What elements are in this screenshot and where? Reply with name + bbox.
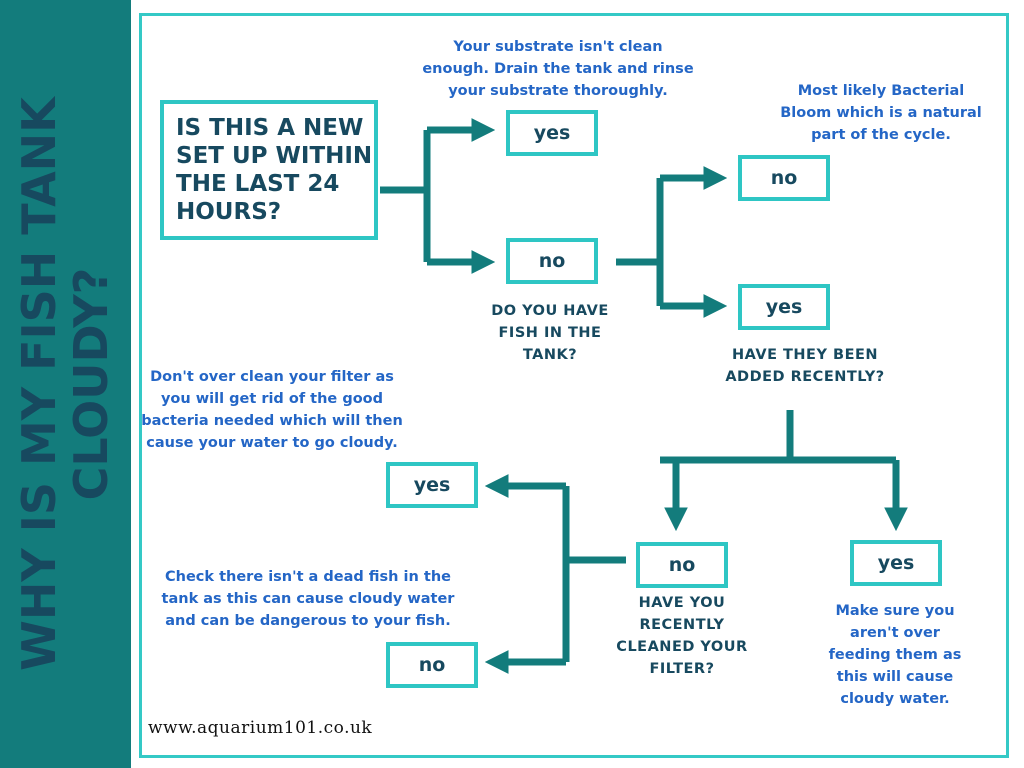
sidebar: WHY IS MY FISH TANK CLOUDY?: [0, 0, 131, 768]
note-overfeeding: Make sure you aren't over feeding them a…: [828, 603, 962, 707]
note-bacterial-bloom: Most likely Bacterial Bloom which is a n…: [780, 83, 982, 143]
setup-no-box: no: [506, 238, 598, 284]
note-substrate: Your substrate isn't clean enough. Drain…: [422, 39, 694, 99]
setup-no-label: no: [538, 250, 566, 272]
question-fish: DO YOU HAVE FISH IN THE TANK?: [491, 303, 609, 363]
recent-no-box: no: [636, 542, 728, 588]
fish-yes-label: yes: [765, 296, 803, 318]
filter-no-box: no: [386, 642, 478, 688]
question-filter: HAVE YOU RECENTLY CLEANED YOUR FILTER?: [616, 595, 748, 677]
content-frame: [139, 13, 1009, 758]
filter-no-label: no: [418, 654, 446, 676]
setup-yes-label: yes: [533, 122, 571, 144]
recent-yes-box: yes: [850, 540, 942, 586]
setup-yes-box: yes: [506, 110, 598, 156]
fish-no-box: no: [738, 155, 830, 201]
note-filter-clean: Don't over clean your filter as you will…: [141, 369, 403, 451]
note-dead-fish: Check there isn't a dead fish in the tan…: [161, 569, 455, 629]
start-question-box: IS THIS A NEW SET UP WITHIN THE LAST 24 …: [160, 100, 378, 240]
recent-yes-label: yes: [877, 552, 915, 574]
filter-yes-label: yes: [413, 474, 451, 496]
fish-yes-box: yes: [738, 284, 830, 330]
question-added-recently: HAVE THEY BEEN ADDED RECENTLY?: [725, 347, 885, 385]
filter-yes-box: yes: [386, 462, 478, 508]
recent-no-label: no: [668, 554, 696, 576]
fish-no-label: no: [770, 167, 798, 189]
footer-url[interactable]: www.aquarium101.co.uk: [148, 718, 373, 738]
start-question-text: IS THIS A NEW SET UP WITHIN THE LAST 24 …: [176, 115, 373, 225]
